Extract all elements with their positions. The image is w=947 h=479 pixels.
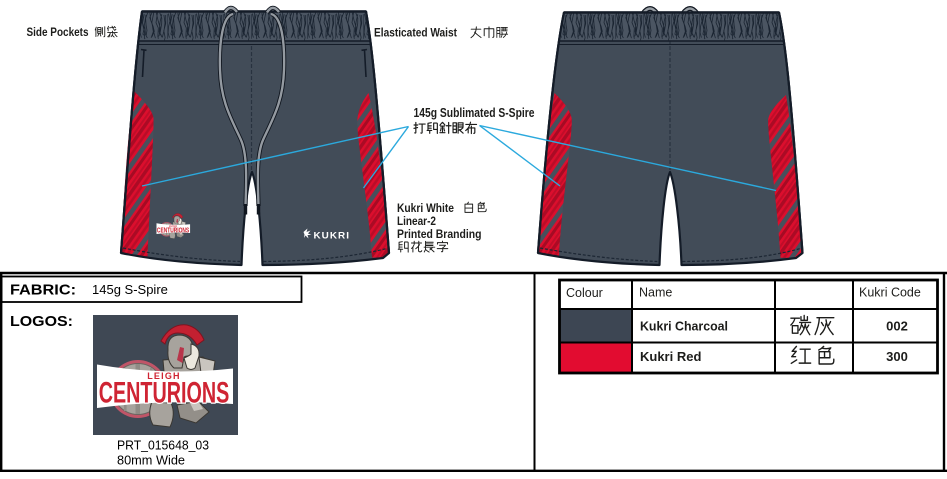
svg-text:KUKRI: KUKRI bbox=[314, 230, 351, 241]
svg-text:80mm Wide: 80mm Wide bbox=[117, 454, 185, 468]
svg-text:Elasticated Waist: Elasticated Waist bbox=[374, 25, 457, 39]
svg-text:145g Sublimated S-Spire: 145g Sublimated S-Spire bbox=[414, 106, 535, 120]
svg-text:145g S-Spire: 145g S-Spire bbox=[92, 282, 168, 297]
svg-text:Side Pockets: Side Pockets bbox=[27, 25, 89, 39]
svg-text:300: 300 bbox=[886, 349, 908, 364]
svg-text:LOGOS:: LOGOS: bbox=[10, 313, 73, 330]
svg-text:PRT_015648_03: PRT_015648_03 bbox=[117, 439, 209, 453]
svg-text:FABRIC:: FABRIC: bbox=[10, 282, 76, 299]
svg-text:Linear-2: Linear-2 bbox=[397, 214, 436, 228]
svg-text:Colour: Colour bbox=[566, 286, 603, 300]
svg-text:Kukri White: Kukri White bbox=[397, 201, 454, 215]
svg-text:Kukri Charcoal: Kukri Charcoal bbox=[640, 319, 728, 334]
svg-text:Printed Branding: Printed Branding bbox=[397, 227, 482, 241]
svg-text:Name: Name bbox=[639, 286, 672, 300]
svg-text:002: 002 bbox=[886, 319, 908, 334]
svg-text:Kukri Code: Kukri Code bbox=[859, 286, 921, 300]
svg-text:Kukri Red: Kukri Red bbox=[640, 349, 701, 364]
